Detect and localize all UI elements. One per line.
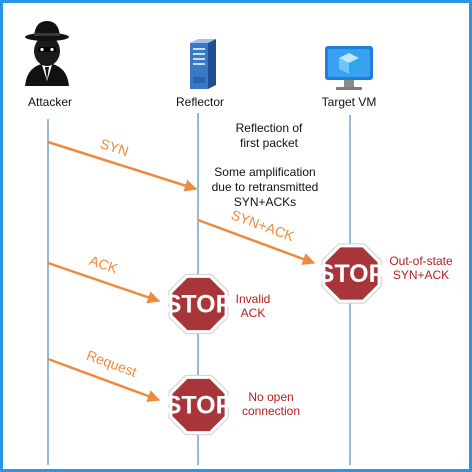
diagram-canvas: Attacker Reflector Target VM Reflection …: [25, 21, 453, 465]
server-icon: [190, 39, 216, 89]
arrow-request: [47, 357, 161, 402]
actor-label-target-vm: Target VM: [322, 95, 377, 109]
caption-invalid-ack-line2: ACK: [241, 306, 266, 320]
caption-invalid-ack-line1: Invalid: [236, 292, 271, 306]
caption-out-of-state-line2: SYN+ACK: [393, 268, 449, 282]
arrow-syn: [47, 140, 198, 192]
caption-out-of-state-line1: Out-of-state: [389, 254, 453, 268]
stop-sign-invalid-ack: STOP: [165, 273, 233, 335]
arrow-syn-ack: [197, 218, 316, 265]
stop-sign-out-of-state: STOP: [318, 243, 386, 304]
virtual-machine-icon: [325, 46, 373, 90]
spy-icon: [25, 21, 69, 86]
stop-label: STOP: [165, 291, 233, 319]
message-label-ack: ACK: [87, 252, 120, 277]
caption-no-connection-line1: No open: [248, 390, 293, 404]
message-label-syn-ack: SYN+ACK: [229, 206, 297, 244]
actor-label-attacker: Attacker: [28, 95, 72, 109]
message-label-syn: SYN: [98, 135, 130, 159]
arrow-ack: [47, 261, 161, 304]
note-amplification-line2: due to retransmitted: [212, 180, 319, 194]
stop-label: STOP: [165, 392, 233, 420]
stop-label: STOP: [318, 260, 386, 288]
stop-sign-no-connection: STOP: [165, 374, 233, 436]
note-reflection-line2: first packet: [240, 136, 299, 150]
actor-label-reflector: Reflector: [176, 95, 224, 109]
note-amplification-line3: SYN+ACKs: [234, 195, 296, 209]
caption-no-connection-line2: connection: [242, 404, 300, 418]
note-amplification-line1: Some amplification: [214, 165, 315, 179]
note-reflection-line1: Reflection of: [236, 121, 303, 135]
